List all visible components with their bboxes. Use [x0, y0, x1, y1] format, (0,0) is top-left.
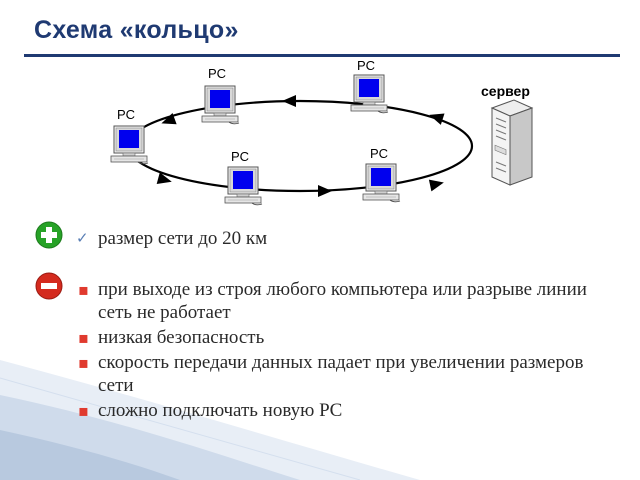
- pc-top-right: [350, 74, 389, 114]
- arrow-top-right: [429, 113, 445, 125]
- list-item: ▪ сложно подключать новую PC: [76, 399, 616, 422]
- bg-wave-line: [0, 377, 361, 480]
- bg-wave-dark: [0, 430, 180, 480]
- pc-label: PC: [208, 66, 226, 81]
- ring-network-diagram: PC PC PC PC PC сервер: [110, 58, 534, 206]
- cons-item-text: скорость передачи данных падает при увел…: [98, 352, 584, 396]
- pc-bottom-right: [362, 163, 401, 203]
- cons-item-text: низкая безопасность: [98, 327, 265, 348]
- pros-item-text: размер сети до 20 км: [98, 228, 268, 249]
- cons-item-text: при выходе из строя любого компьютера ил…: [98, 279, 587, 323]
- arrow-bottom-left: [156, 172, 172, 184]
- cons-list: ▪ при выходе из строя любого компьютера …: [76, 278, 616, 424]
- arrow-top-center: [282, 95, 296, 107]
- list-item: ▪ при выходе из строя любого компьютера …: [76, 278, 616, 324]
- pc-bottom-center: [224, 166, 263, 206]
- server-icon: [490, 99, 534, 186]
- arrow-bottom-right: [428, 179, 444, 192]
- list-item: ▪ низкая безопасность: [76, 326, 616, 349]
- pc-top-left: [201, 85, 240, 125]
- bullet-icon: ▪: [78, 401, 89, 420]
- ring-line: [126, 99, 474, 193]
- pc-left: [110, 125, 149, 165]
- list-item: ▪ скорость передачи данных падает при ув…: [76, 351, 616, 397]
- bullet-icon: ▪: [78, 280, 89, 299]
- checkmark-icon: ✓: [76, 229, 89, 247]
- pc-label: PC: [117, 107, 135, 122]
- cons-item-text: сложно подключать новую PC: [98, 400, 343, 421]
- arrow-top-left: [161, 112, 177, 125]
- server-label: сервер: [481, 83, 530, 99]
- bullet-icon: ▪: [78, 328, 89, 347]
- plus-circle-icon: [35, 221, 63, 249]
- list-item: ✓ размер сети до 20 км: [76, 227, 616, 250]
- slide-title: Схема «кольцо»: [34, 16, 239, 44]
- pc-label: PC: [370, 146, 388, 161]
- title-underline: [24, 54, 620, 57]
- pc-label: PC: [231, 149, 249, 164]
- minus-circle-icon: [35, 272, 63, 300]
- bullet-icon: ▪: [78, 353, 89, 372]
- pros-list: ✓ размер сети до 20 км: [76, 227, 616, 252]
- arrow-bottom-center: [318, 185, 332, 197]
- pc-label: PC: [357, 58, 375, 73]
